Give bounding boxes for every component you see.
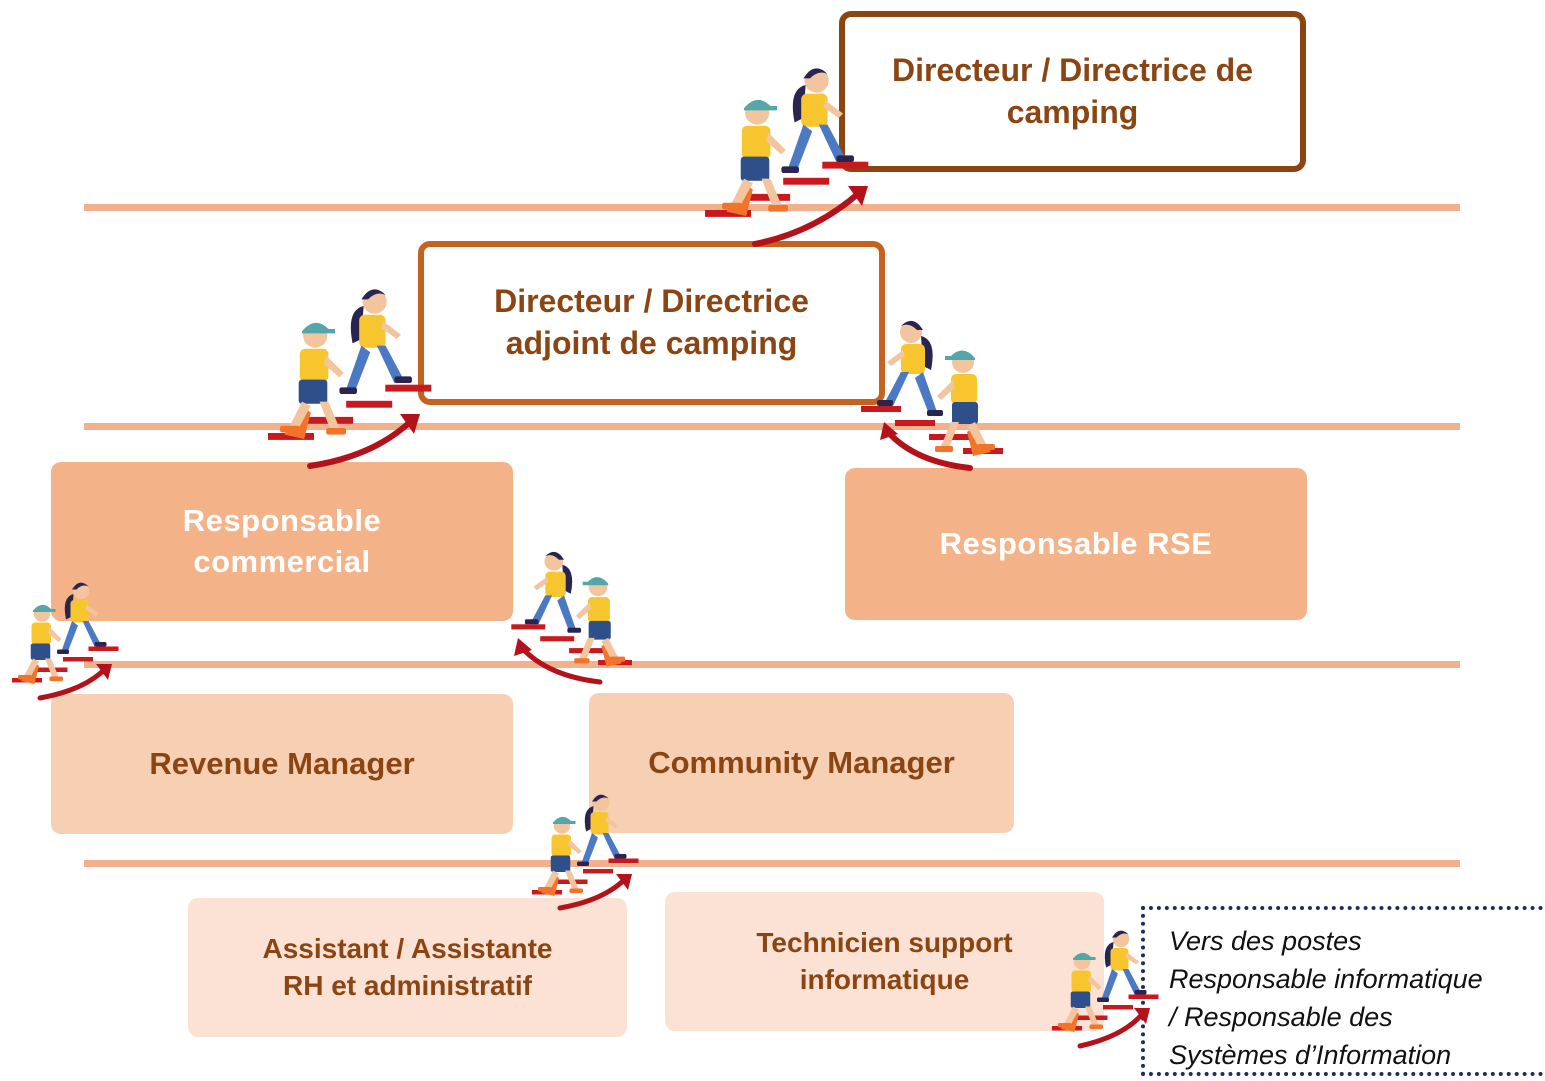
level-line-3 (84, 661, 1460, 668)
arrow-to-directeur (752, 189, 863, 247)
career-note: Vers des postes Responsable informatique… (1141, 906, 1543, 1076)
box-directeur-camping: Directeur / Directrice de camping (839, 11, 1306, 172)
box-directeur-adjoint: Directeur / Directrice adjoint de campin… (418, 241, 885, 405)
arrow-to-note (1077, 1009, 1147, 1049)
arrow-community-to-commercial (519, 645, 603, 685)
level-line-4 (84, 860, 1460, 867)
box-assistant-rh: Assistant / Assistante RH et administrat… (188, 898, 627, 1037)
arrow-to-commercial (37, 665, 109, 701)
climbers-to-directeur (705, 68, 869, 217)
arrow-to-community (557, 875, 629, 911)
box-responsable-rse: Responsable RSE (845, 468, 1307, 620)
level-line-2 (84, 423, 1460, 430)
box-community-manager: Community Manager (589, 693, 1014, 833)
arrow-rse-to-adjoint (885, 429, 973, 471)
box-responsable-commercial: Responsable commercial (51, 462, 513, 621)
arrow-to-adjoint (307, 417, 415, 469)
box-technicien-support: Technicien support informatique (665, 892, 1104, 1031)
box-revenue-manager: Revenue Manager (51, 694, 513, 834)
